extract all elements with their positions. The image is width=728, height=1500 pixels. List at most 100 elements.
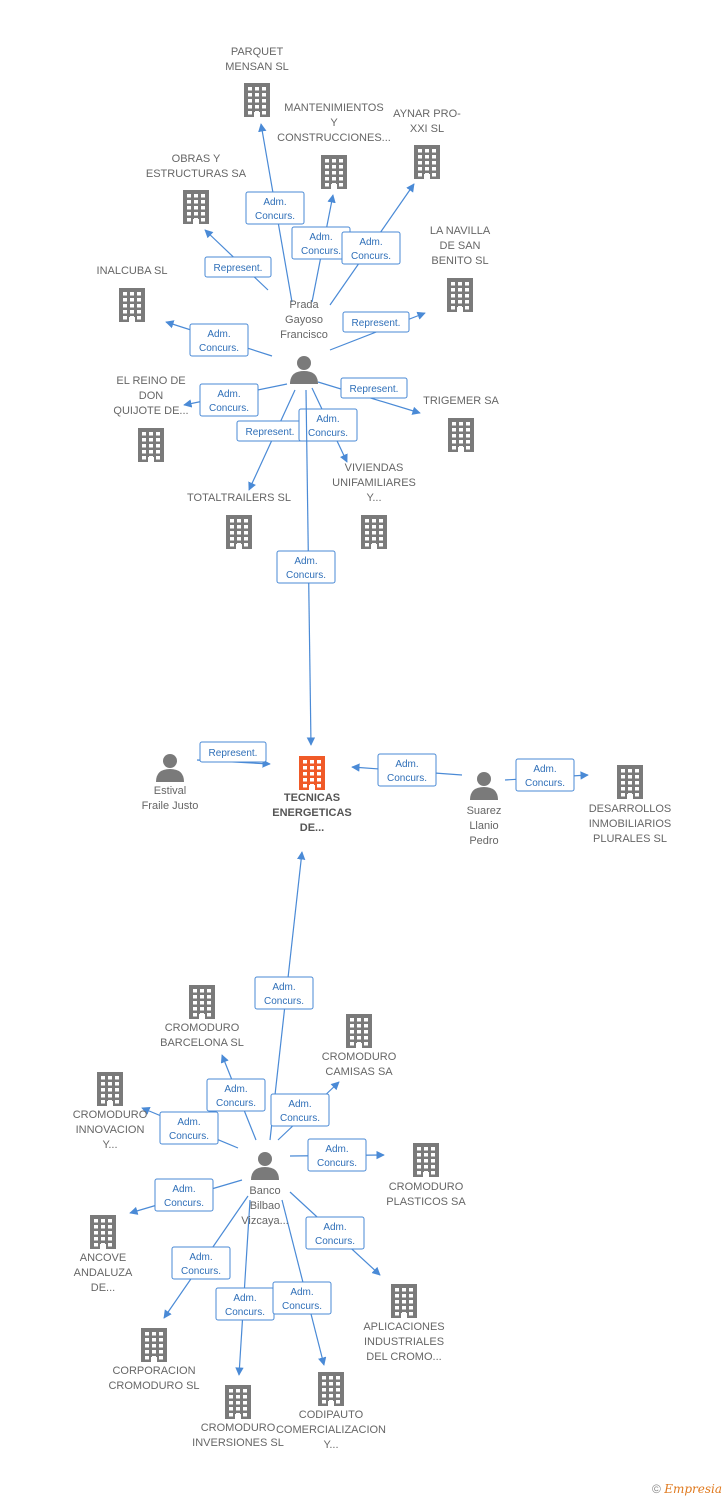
relation-label-text: Concurs. [264,996,304,1007]
edge-prada-to-trigemer: Represent. [317,377,421,415]
node-codipauto[interactable]: CODIPAUTOCOMERCIALIZACIONY... [276,1372,386,1451]
relation-label[interactable]: Adm. Concurs. [307,1138,367,1172]
edge-banco-to-cromo_innovacion: Adm.Concurs. [141,1107,239,1149]
relation-label-text: Concurs. [351,251,391,262]
relation-label-text: Adm. [294,556,317,567]
node-label: Llanio [469,820,498,832]
person-icon [156,754,184,782]
relation-label[interactable]: Adm.Concurs. [270,1093,330,1127]
relation-label[interactable]: Adm.Concurs. [215,1287,275,1321]
footer-brand: © Empresia [652,1482,722,1496]
node-trigemer[interactable]: TRIGEMER SA [423,395,500,452]
node-ancove[interactable]: ANCOVEANDALUZADE... [74,1215,133,1294]
relation-label-text: Adm. [224,1084,247,1095]
relation-label[interactable]: Represent. [236,420,304,442]
node-label: BENITO SL [431,255,488,267]
relation-label[interactable]: Adm.Concurs. [171,1246,231,1280]
relation-label-text: Adm. [233,1293,256,1304]
edge-prada-to-aynar: Adm.Concurs. [329,183,415,306]
relation-label-text: Concurs. [387,773,427,784]
relation-label-text: Concurs. [317,1158,357,1169]
node-cromo_innovacion[interactable]: CROMODUROINNOVACIONY... [73,1072,148,1151]
relation-label[interactable]: Adm.Concurs. [189,323,249,357]
building-icon [318,1372,344,1406]
relation-label[interactable]: Adm.Concurs. [154,1178,214,1212]
relation-label[interactable]: Adm.Concurs. [276,550,336,584]
relation-label-box [154,1178,214,1212]
node-label: COMERCIALIZACION [276,1424,386,1436]
relation-label-text: Adm. [309,232,332,243]
relation-label[interactable]: Adm.Concurs. [305,1216,365,1250]
relation-label[interactable]: Adm. Concurs. [254,976,314,1010]
relation-label-text: Represent. [209,748,258,759]
node-label: CROMODURO SL [108,1380,199,1392]
edge-banco-to-cromo_plasticos: Adm. Concurs. [289,1138,385,1172]
relation-label-text: Represent. [350,384,399,395]
relation-label[interactable]: Adm.Concurs. [515,758,575,792]
relation-label[interactable]: Adm.Concurs. [291,226,351,260]
relation-label[interactable]: Adm.Concurs. [199,383,259,417]
edge-banco-to-ancove: Adm.Concurs. [129,1178,243,1215]
relation-label-text: Adm. [272,982,295,993]
relation-label[interactable]: Adm.Concurs. [298,408,358,442]
relation-label-text: Adm. [217,389,240,400]
relation-label[interactable]: Represent. [340,377,408,399]
relation-label-text: Adm. [395,759,418,770]
node-label: INNOVACION [76,1124,145,1136]
node-label: DE... [91,1282,115,1294]
node-label: XXI SL [410,123,444,135]
edge-suarez-to-main: Adm. Concurs. [351,753,463,787]
relation-label-box [270,1093,330,1127]
relation-label-text: Concurs. [525,778,565,789]
relation-label-text: Adm. [263,197,286,208]
relation-label[interactable]: Represent. [342,311,410,333]
node-label: Y [330,117,338,129]
relation-label[interactable]: Represent. [199,741,267,763]
relation-label-text: Adm. [325,1144,348,1155]
relation-label-text: Concurs. [282,1301,322,1312]
relation-label-text: Adm. [172,1184,195,1195]
relation-label[interactable]: Adm.Concurs. [206,1078,266,1112]
node-totaltrailers[interactable]: TOTALTRAILERS SL [187,492,291,549]
edge-prada-to-inalcuba: Adm.Concurs. [165,320,273,357]
node-label: TOTALTRAILERS SL [187,492,291,504]
node-main[interactable]: TECNICASENERGETICASDE... [272,756,352,834]
relation-label[interactable]: Adm. Concurs. [377,753,437,787]
relation-label[interactable]: Adm.Concurs. [272,1281,332,1315]
node-label: Y... [366,492,381,504]
node-banco[interactable]: BancoBilbaoVizcaya... [241,1152,289,1227]
relation-label-text: Adm. [189,1252,212,1263]
person-icon [251,1152,279,1180]
node-aynar[interactable]: AYNAR PRO-XXI SL [393,108,461,179]
node-label: LA NAVILLA [430,225,491,237]
relation-label-box [515,758,575,792]
edge-prada-to-obras: Represent. [204,229,272,291]
relation-label[interactable]: Adm.Concurs. [159,1111,219,1145]
building-icon [225,1385,251,1419]
node-label: APLICACIONES [363,1321,444,1333]
relation-label-text: Adm. [316,414,339,425]
node-label: Bilbao [250,1200,281,1212]
relation-label[interactable]: Adm.Concurs. [245,191,305,225]
relation-label[interactable]: Represent. [204,256,272,278]
node-viviendas[interactable]: VIVIENDASUNIFAMILIARESY... [332,462,416,549]
node-inalcuba[interactable]: INALCUBA SL [97,265,168,322]
node-mantenimientos[interactable]: MANTENIMIENTOSYCONSTRUCCIONES... [277,102,391,189]
relation-label[interactable]: Adm.Concurs. [341,231,401,265]
node-label: INDUSTRIALES [364,1336,444,1348]
